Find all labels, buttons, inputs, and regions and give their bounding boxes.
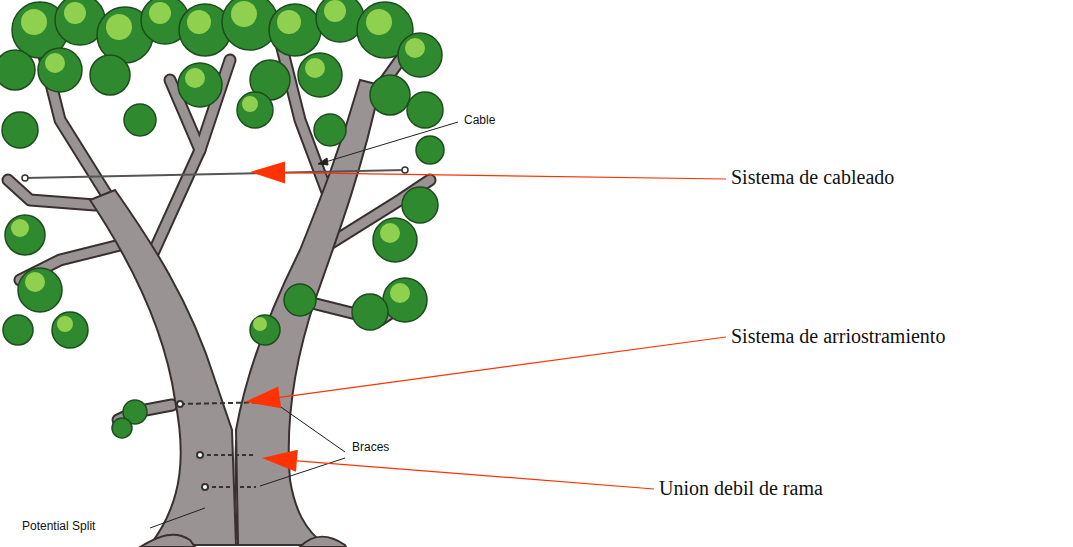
foliage — [0, 0, 444, 438]
foliage-highlights — [11, 0, 425, 332]
red-callout-arrows — [245, 162, 726, 489]
callout-label: Sistema de arriostramiento — [731, 325, 945, 348]
part-label: Potential Split — [22, 520, 95, 534]
callout-label: Sistema de cableado — [731, 166, 894, 189]
part-label: Braces — [352, 441, 389, 455]
brace-rods — [177, 399, 278, 490]
part-label: Cable — [464, 114, 495, 128]
callout-label: Union debil de rama — [659, 477, 823, 500]
leader-lines — [150, 122, 458, 528]
trunk — [90, 80, 380, 547]
